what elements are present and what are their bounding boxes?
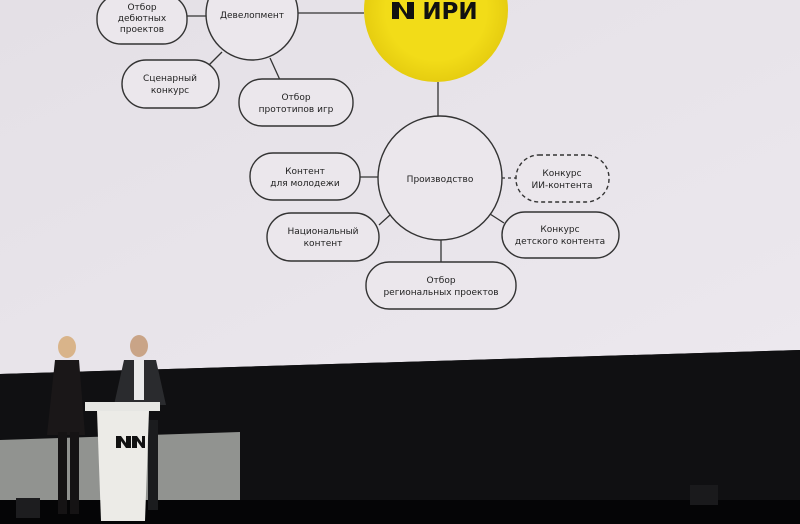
node-national-content: Национальный контент [266, 212, 380, 262]
stage-monitor-speaker [16, 498, 40, 518]
podium-logo-icon [116, 436, 131, 448]
connector-lines [186, 12, 518, 262]
svg-text:контент: контент [304, 239, 343, 249]
svg-text:Девелопмент: Девелопмент [220, 11, 284, 21]
svg-text:дебютных: дебютных [118, 14, 167, 24]
node-ai-content-contest: Конкурс ИИ-контента [515, 154, 610, 203]
stage-equipment [690, 485, 718, 505]
svg-text:Производство: Производство [407, 175, 474, 185]
svg-text:Отбор: Отбор [127, 3, 156, 13]
svg-text:конкурс: конкурс [151, 86, 189, 96]
svg-text:прототипов игр: прототипов игр [259, 105, 334, 115]
presenter-man [114, 335, 166, 510]
svg-text:Отбор: Отбор [281, 93, 310, 103]
node-youth-content: Контент для молодежи [249, 152, 361, 201]
iri-logo-circle: ИРИ [364, 0, 508, 82]
podium [85, 402, 160, 521]
node-regional-projects: Отбор региональных проектов [365, 261, 517, 310]
svg-text:детского контента: детского контента [515, 237, 605, 247]
node-game-prototypes: Отбор прототипов игр [238, 78, 354, 127]
svg-text:проектов: проектов [120, 25, 164, 35]
node-screenplay-contest: Сценарный конкурс [121, 59, 220, 109]
node-children-content-contest: Конкурс детского контента [501, 211, 620, 259]
svg-text:ИИ-контента: ИИ-контента [532, 181, 593, 191]
svg-text:региональных проектов: региональных проектов [383, 288, 498, 298]
hub-development: Девелопмент [205, 0, 299, 61]
svg-text:для молодежи: для молодежи [270, 179, 340, 189]
svg-text:Конкурс: Конкурс [542, 169, 581, 179]
hub-production: Производство [377, 115, 503, 241]
svg-text:Национальный: Национальный [287, 227, 358, 237]
logo-text: ИРИ [422, 0, 477, 25]
svg-text:Контент: Контент [285, 167, 325, 177]
svg-text:Отбор: Отбор [426, 276, 455, 286]
node-debut-projects: Отбор дебютных проектов [96, 0, 188, 45]
iri-mark-icon [392, 2, 414, 19]
presenter-woman [47, 336, 85, 514]
svg-text:Сценарный: Сценарный [143, 74, 197, 84]
svg-text:Конкурс: Конкурс [540, 225, 579, 235]
